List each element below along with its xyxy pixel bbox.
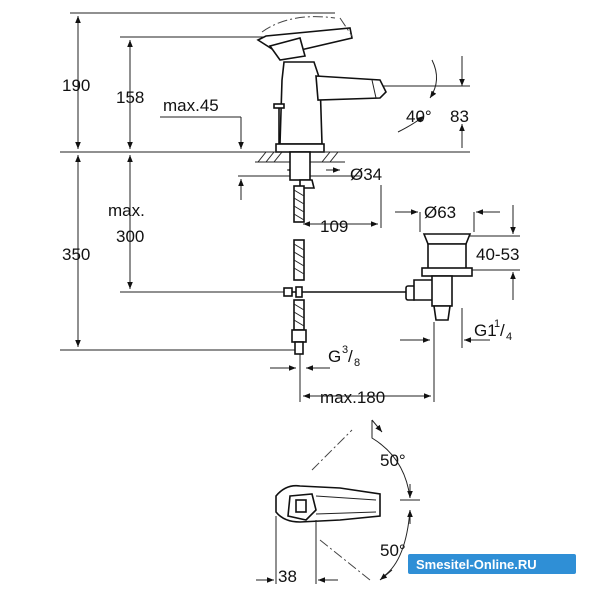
- dimension-max45-label: max.45: [163, 96, 219, 115]
- dimension-max45: max.45: [160, 96, 244, 200]
- dimension-max300-label-line2: 300: [116, 227, 144, 246]
- watermark: Smesitel-Online.RU: [408, 554, 576, 574]
- dimension-190-label: 190: [62, 76, 90, 95]
- faucet-side-view: [255, 16, 473, 355]
- dimension-g1-label: G1: [474, 321, 497, 340]
- watermark-background: [408, 554, 576, 574]
- dimension-max300: max. 300: [108, 155, 145, 289]
- dimension-109: 109: [303, 217, 378, 236]
- dimension-g38-slash: /: [348, 347, 353, 366]
- dimension-190: 190: [62, 16, 90, 149]
- angle-50-bottom-label: 50°: [380, 541, 406, 560]
- dimension-40-53-label: 40-53: [476, 245, 519, 264]
- dimension-max180-label: max.180: [320, 388, 385, 407]
- dimension-dia34-label: Ø34: [350, 165, 382, 184]
- dimension-g38-den: 8: [354, 357, 360, 369]
- dimension-158-label: 158: [116, 88, 144, 107]
- dimension-angle-40: 40°: [397, 59, 437, 133]
- dimension-40-53: 40-53: [460, 205, 520, 300]
- angle-50-top-label: 50°: [380, 451, 406, 470]
- faucet-top-view: 50° 50° 38: [256, 419, 420, 586]
- dimension-158: 158: [116, 40, 144, 149]
- dimension-g1-slash: /: [500, 321, 505, 340]
- dimension-109-label: 109: [320, 217, 348, 236]
- dimension-dia63: Ø63: [395, 203, 500, 232]
- watermark-text: Smesitel-Online.RU: [416, 557, 537, 572]
- dimension-83-label: 83: [450, 107, 469, 126]
- dimension-max180: max.180: [303, 388, 431, 407]
- dimension-g-3-8: G 3 / 8: [270, 344, 360, 371]
- dimension-83: 83: [380, 56, 470, 148]
- dimension-350-label: 350: [62, 245, 90, 264]
- dimension-g38-label: G: [328, 347, 341, 366]
- dimension-g38-num: 3: [342, 344, 348, 356]
- dimension-38-label: 38: [278, 567, 297, 586]
- dimension-g1-den: 4: [506, 331, 512, 343]
- dimension-g1-num: 1: [494, 318, 500, 330]
- dimension-g1-1-4: G1 1 / 4: [400, 308, 512, 348]
- dimension-max300-label-line1: max.: [108, 201, 145, 220]
- dimension-350: 350: [62, 155, 90, 347]
- dimension-dia63-label: Ø63: [424, 203, 456, 222]
- dimension-angle-40-label: 40°: [406, 107, 432, 126]
